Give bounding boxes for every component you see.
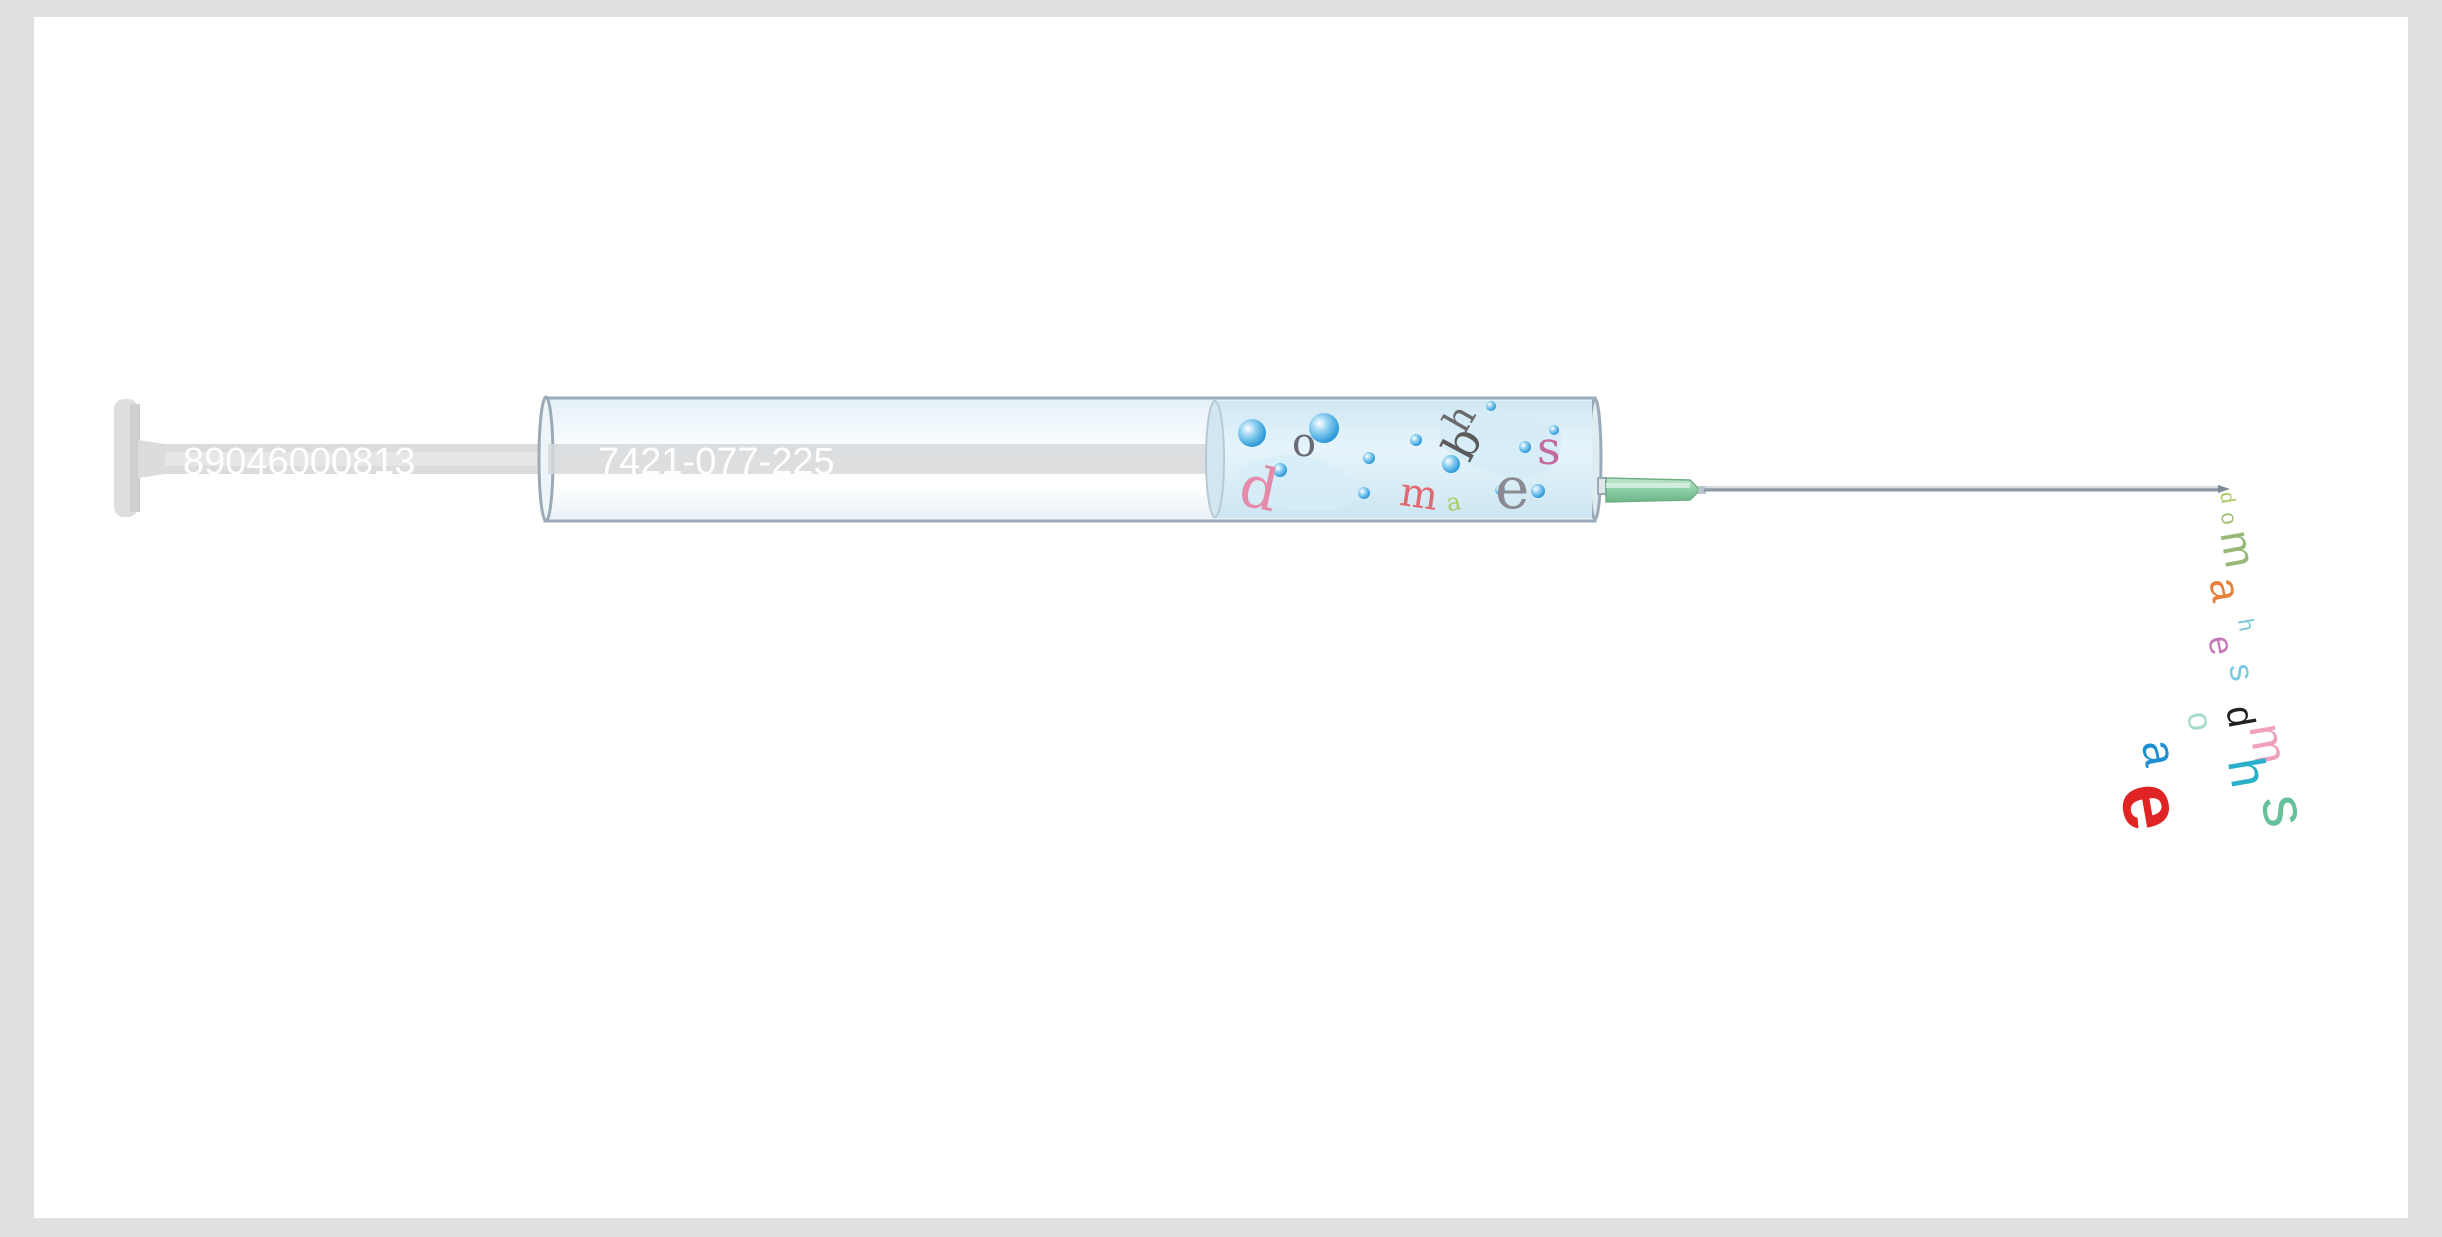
letter-stream: d o m a h e s o d m a h s e: [2102, 490, 2321, 837]
stream-letter-m: m: [2210, 527, 2265, 572]
stream-letter-s: s: [2221, 661, 2261, 684]
plunger-thumb-press: [114, 399, 140, 517]
stream-letter-m-2: m: [2238, 720, 2297, 769]
stream-letter-o: o: [2216, 510, 2243, 526]
barrel-letter-a: a: [1444, 487, 1463, 517]
barrel-letter-e: e: [1495, 454, 1529, 522]
barrel-code: 7421-077-225: [598, 441, 835, 483]
needle-hub: [1605, 477, 1706, 503]
barrel-letter-m: m: [1397, 469, 1441, 520]
stream-letter-h-2: h: [2216, 753, 2278, 792]
barrel-tip: [1597, 477, 1607, 495]
stream-letter-s-2: s: [2248, 789, 2321, 832]
stream-letter-e: e: [2200, 633, 2241, 658]
needle: [1704, 485, 2230, 493]
stream-letter-d: d: [2215, 490, 2239, 505]
canvas: [34, 17, 2408, 1218]
plunger-number: 89046000813: [183, 441, 415, 483]
barrel-letter-o: o: [1292, 420, 1316, 466]
plunger-rod-inner: [548, 444, 1210, 474]
stream-letter-a: a: [2200, 574, 2250, 606]
stream-letter-a-2: a: [2132, 736, 2188, 771]
liquid-bubbles: [1238, 401, 1559, 499]
syringe-liquid: [1205, 400, 1592, 518]
stream-letter-e-2: e: [2102, 775, 2203, 837]
barrel-letter-s: s: [1537, 421, 1561, 475]
stream-letter-o-2: o: [2179, 709, 2220, 734]
stream-letter-h: h: [2233, 617, 2260, 633]
